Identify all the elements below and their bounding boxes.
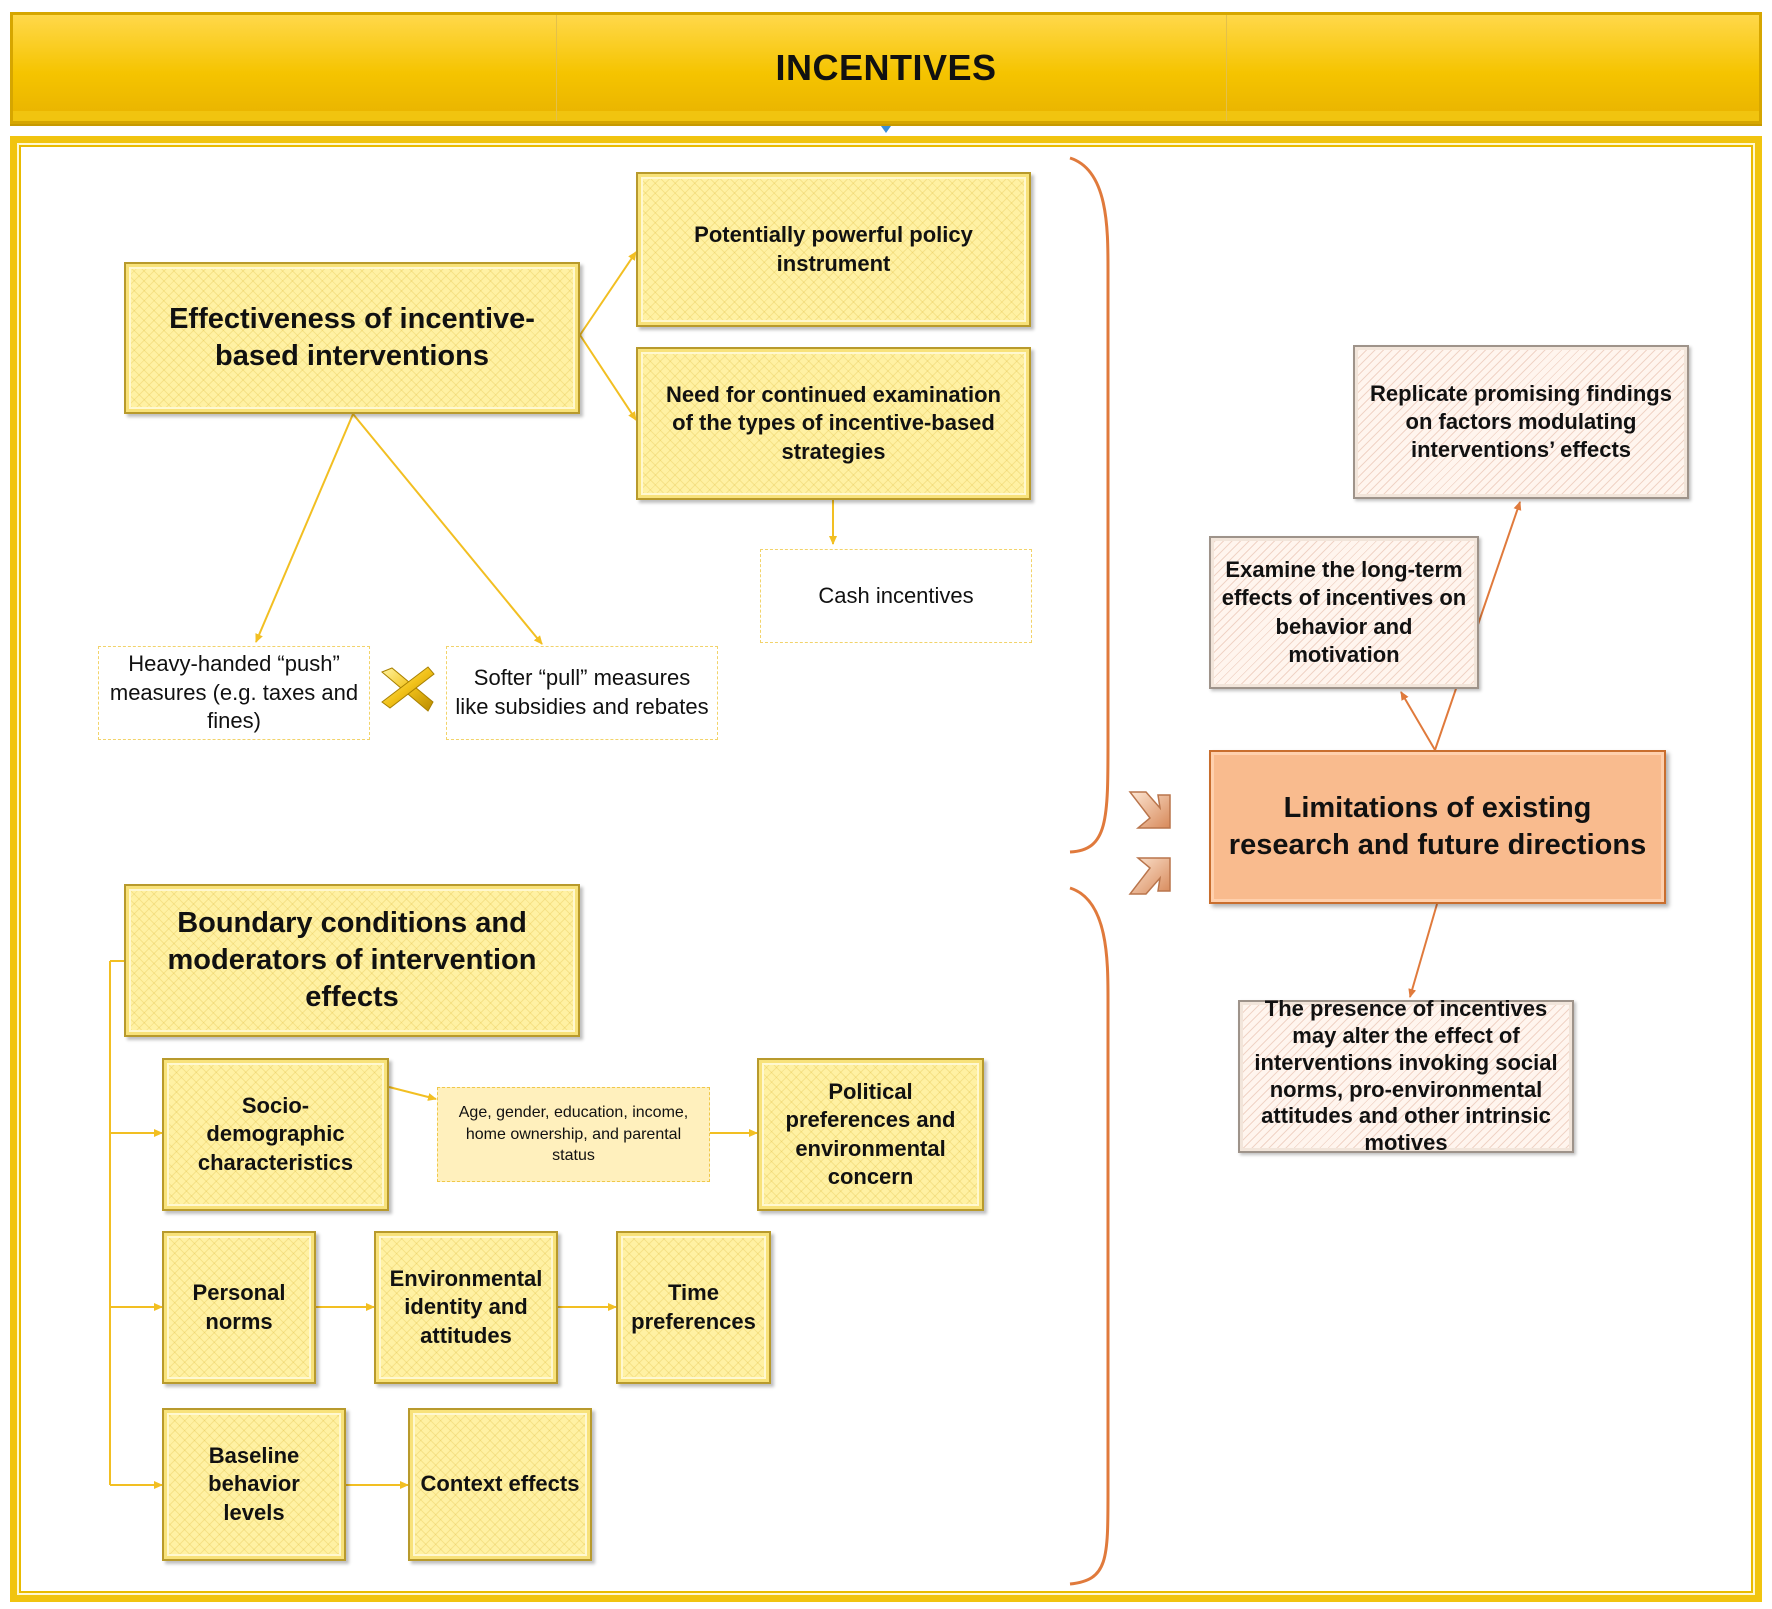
arrow-socio-to-detail	[388, 1086, 437, 1101]
effectiveness-box: Effectiveness of incentive-based interve…	[124, 262, 580, 414]
environmental-identity-box: Environmental identity and attitudes	[374, 1231, 558, 1384]
limitations-box: Limitations of existing research and fut…	[1209, 750, 1666, 904]
arrow-limitations-to-presence	[1408, 903, 1438, 998]
continued-examination-box: Need for continued examination of the ty…	[636, 347, 1031, 500]
cash-incentives-box: Cash incentives	[760, 549, 1032, 643]
replicate-findings-box: Replicate promising findings on factors …	[1353, 345, 1689, 499]
arrow-effectiveness-to-push	[255, 413, 354, 643]
converge-arrow-icon	[1128, 791, 1171, 895]
arrow-effectiveness-to-examination	[579, 334, 637, 421]
push-measures-box: Heavy-handed “push” measures (e.g. taxes…	[98, 646, 370, 740]
political-preferences-box: Political preferences and environmental …	[757, 1058, 984, 1211]
time-preferences-box: Time preferences	[616, 1231, 771, 1384]
arrow-effectiveness-to-pull	[352, 413, 543, 645]
socio-demographic-detail-box: Age, gender, education, income, home own…	[437, 1087, 710, 1182]
boundary-conditions-box: Boundary conditions and moderators of in…	[124, 884, 580, 1037]
arrow-effectiveness-to-powerful	[579, 251, 637, 336]
socio-demographic-box: Socio-demographic characteristics	[162, 1058, 389, 1211]
personal-norms-box: Personal norms	[162, 1231, 316, 1384]
header-divider	[1226, 15, 1227, 121]
long-term-effects-box: Examine the long-term effects of incenti…	[1209, 536, 1479, 689]
boundary-tree-connector	[109, 960, 163, 1489]
context-effects-box: Context effects	[408, 1408, 592, 1561]
brace-top	[1069, 156, 1110, 854]
page-title: INCENTIVES	[775, 47, 997, 88]
versus-cross-icon	[381, 666, 435, 712]
baseline-behavior-box: Baseline behavior levels	[162, 1408, 346, 1561]
brace-bottom	[1069, 886, 1110, 1586]
powerful-instrument-box: Potentially powerful policy instrument	[636, 172, 1031, 327]
header-divider	[556, 15, 557, 121]
header-banner: INCENTIVES	[10, 12, 1762, 124]
pull-measures-box: Softer “pull” measures like subsidies an…	[446, 646, 718, 740]
presence-of-incentives-box: The presence of incentives may alter the…	[1238, 996, 1574, 1155]
arrow-limitations-to-long-term	[1400, 691, 1436, 751]
header-connector-marker	[881, 126, 891, 133]
